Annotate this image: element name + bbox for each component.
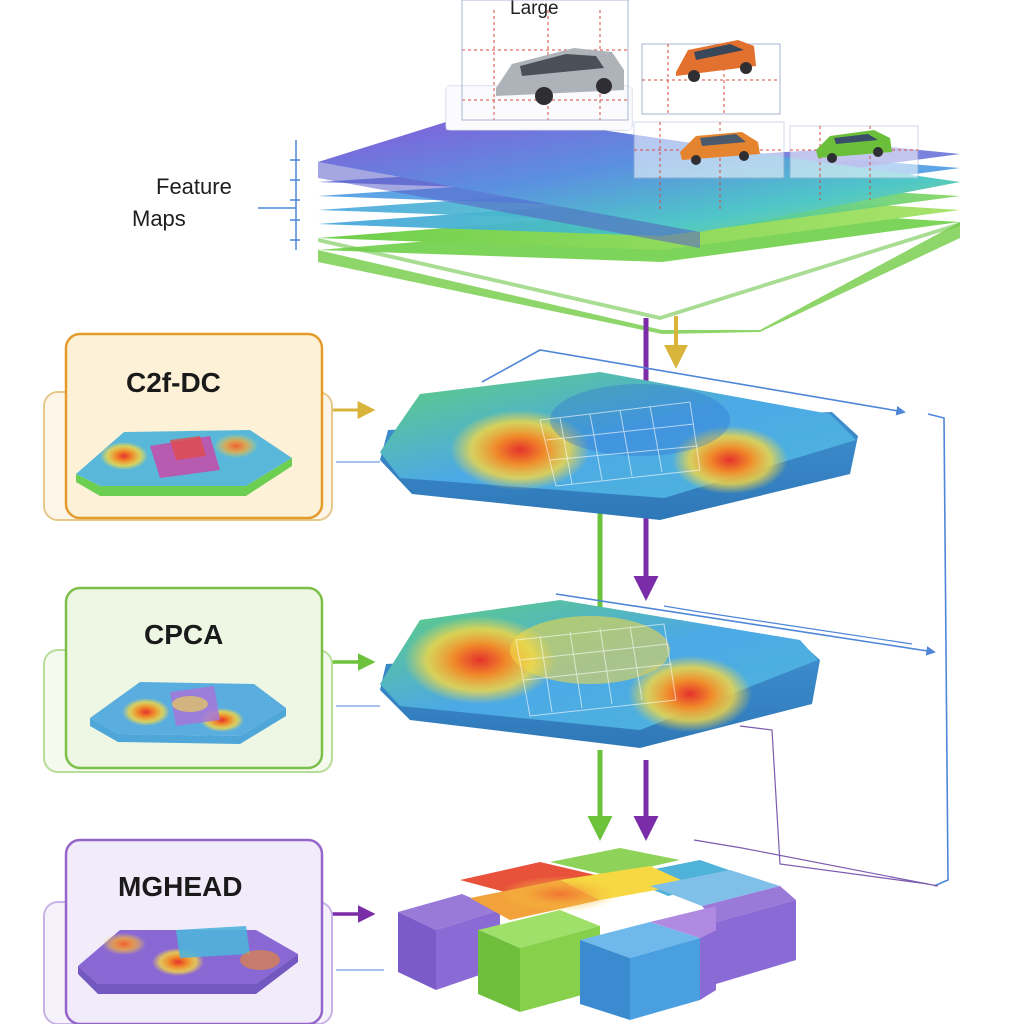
module-card-cpca: CPCA: [43, 586, 333, 773]
module-card-c2f-dc: C2f-DC: [43, 332, 333, 521]
detection-box-medium: [641, 43, 781, 115]
car-icon-large: [496, 48, 624, 105]
top-label: Large: [510, 0, 559, 19]
detection-box-large: [445, 0, 633, 131]
car-icon-small-1: [680, 132, 760, 165]
module-label-mghead: MGHEAD: [118, 871, 242, 902]
head-block-cluster: [398, 848, 796, 1020]
module-thumbnail-mghead: [78, 926, 298, 994]
car-icon-medium: [676, 40, 756, 82]
module-label-c2f-dc: C2f-DC: [126, 367, 221, 398]
module-label-cpca: CPCA: [144, 619, 223, 650]
feature-plate-1: [380, 372, 858, 520]
module-thumbnail-c2f-dc: [76, 430, 292, 496]
car-icon-small-2: [816, 130, 892, 163]
feature-label-line1: Feature: [156, 174, 232, 199]
feature-label-line2: Maps: [132, 206, 186, 231]
feature-maps-bracket: [258, 140, 300, 250]
module-card-mghead: MGHEAD: [43, 838, 333, 1024]
module-thumbnail-cpca: [90, 682, 286, 744]
flow-arrows: [330, 316, 949, 971]
feature-plate-2: [380, 600, 820, 748]
